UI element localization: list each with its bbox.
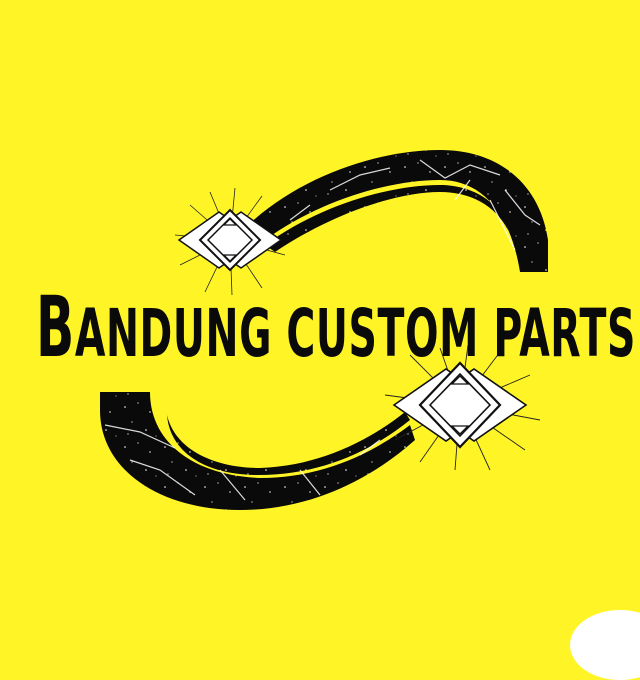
logo: BANDUNG CUSTOM PARTS bbox=[36, 150, 640, 680]
swoosh-graphic bbox=[100, 150, 548, 510]
svg-text:BANDUNG CUSTOM PARTS: BANDUNG CUSTOM PARTS bbox=[36, 288, 636, 360]
diamond-gem-small bbox=[177, 208, 283, 272]
diamond-gem-large bbox=[392, 361, 528, 449]
brand-title-text: BANDUNG CUSTOM PARTS bbox=[36, 288, 636, 360]
swoosh-lower bbox=[100, 392, 415, 510]
swoosh-upper bbox=[245, 150, 548, 272]
brand-title-first-letter: B bbox=[36, 288, 75, 360]
brand-title-rest: ANDUNG CUSTOM PARTS bbox=[75, 295, 636, 360]
brand-title: BANDUNG CUSTOM PARTS bbox=[36, 288, 636, 360]
